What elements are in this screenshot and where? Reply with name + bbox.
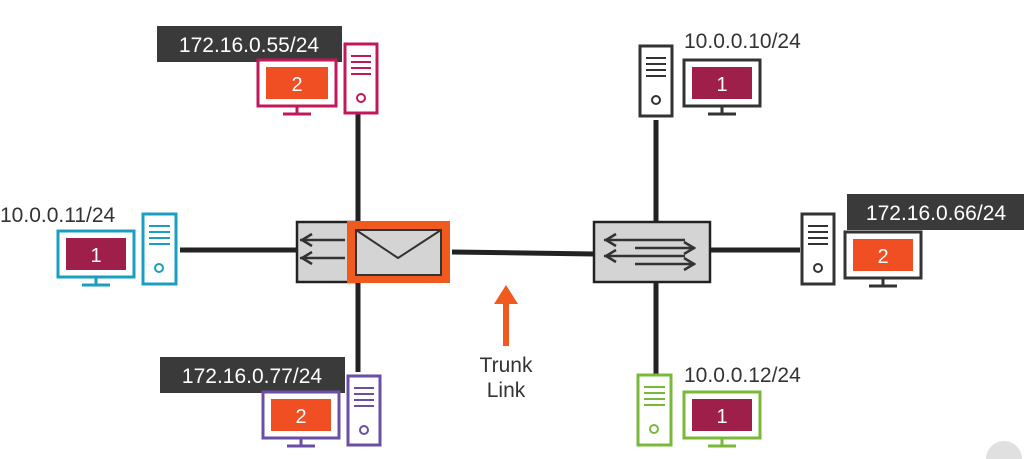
monitor-icon	[256, 58, 338, 116]
vlan-number: 2	[291, 74, 302, 96]
ip-label-box	[157, 26, 342, 62]
tower-pc-icon	[346, 374, 382, 447]
host-c: 172.16.0.77/24 2	[160, 357, 382, 448]
switch-body	[295, 220, 357, 284]
monitor-icon	[56, 229, 136, 287]
tower-pc-icon	[636, 373, 673, 447]
host-b: 10.0.0.11/24 1	[0, 204, 178, 287]
host-a: 172.16.0.55/24 2	[157, 26, 379, 116]
vlan-number: 1	[716, 406, 727, 428]
tower-pc-icon	[141, 212, 178, 286]
ip-label: 172.16.0.66/24	[866, 202, 1006, 225]
monitor-icon	[682, 390, 762, 448]
ip-label: 10.0.0.11/24	[0, 204, 116, 227]
ip-label-box	[160, 357, 345, 393]
tower-pc-icon	[343, 42, 379, 115]
monitor-icon	[261, 390, 341, 448]
ip-label-box	[847, 194, 1024, 230]
arrow-up-icon	[494, 285, 518, 346]
host-e: 172.16.0.66/24 2	[800, 194, 1024, 288]
host-d: 10.0.0.10/24 1	[638, 30, 801, 118]
corner-circle	[986, 441, 1022, 459]
trunk-annotation: Trunk Link	[480, 285, 533, 402]
tower-pc-icon	[638, 44, 674, 118]
ip-label: 10.0.0.12/24	[684, 364, 801, 387]
switch-arrows-icon	[299, 232, 345, 266]
trunk-label-line1: Trunk	[480, 354, 533, 377]
tower-pc-icon	[800, 212, 836, 286]
monitor-icon	[682, 58, 762, 116]
switch-right	[592, 220, 712, 284]
ip-label: 10.0.0.10/24	[684, 30, 801, 53]
vlan-number: 1	[716, 74, 727, 96]
host-f: 10.0.0.12/24 1	[636, 364, 801, 448]
switch-left	[295, 220, 450, 284]
vlan-number: 1	[90, 245, 101, 267]
links	[180, 110, 800, 374]
monitor-icon	[843, 230, 923, 288]
vlan-number: 2	[295, 406, 306, 428]
ip-label: 172.16.0.77/24	[182, 365, 322, 388]
vlan-number: 2	[877, 246, 888, 268]
trunk-link	[451, 249, 595, 257]
switch-arrows-icon	[603, 232, 697, 272]
envelope-icon	[355, 229, 442, 276]
ip-label: 172.16.0.55/24	[179, 34, 319, 57]
trunk-label-line2: Link	[487, 379, 526, 402]
